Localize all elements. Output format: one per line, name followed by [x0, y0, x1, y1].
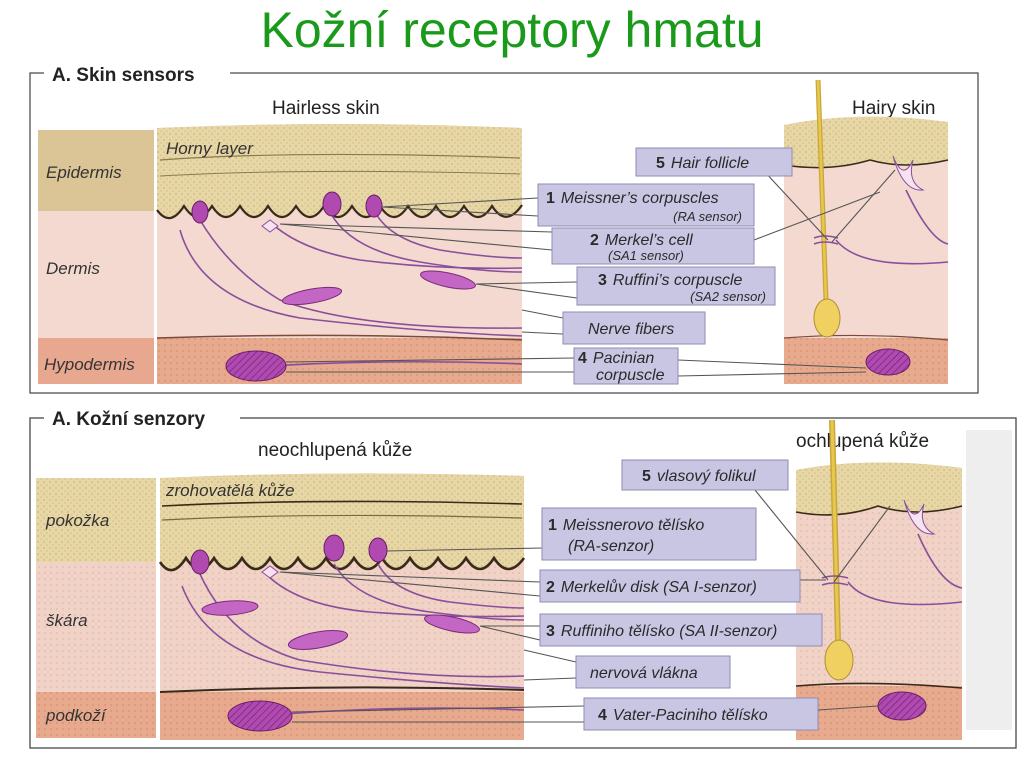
label-text: Merkelův disk (SA I-senzor) [561, 578, 757, 596]
label-number: 4 [598, 707, 607, 724]
meissner-corpuscle [322, 191, 342, 217]
panel-english: A. Skin sensors Epidermis Dermis Hypoder… [29, 62, 979, 394]
label-text: nervová vlákna [590, 665, 698, 682]
ruffini-corpuscle [287, 630, 349, 650]
label-nerve-fibers-en: Nerve fibers [562, 311, 706, 345]
label-number: 1 [546, 190, 555, 207]
merkel-cell [261, 565, 279, 579]
label-number: 5 [656, 155, 665, 172]
label-merkel-en: 2 Merkel’s cell (SA1 sensor) [551, 227, 755, 265]
merkel-cell [261, 219, 279, 233]
label-meissner-cz: 1 Meissnerovo tělísko (RA-senzor) [541, 507, 757, 561]
label-subtext: (RA sensor) [673, 209, 742, 224]
label-number: 3 [598, 272, 607, 289]
label-meissner-en: 1 Meissner’s corpuscles (RA sensor) [537, 183, 755, 227]
hairy-skin-en [783, 79, 949, 385]
label-text: Ruffiniho tělísko (SA II-senzor) [561, 623, 777, 640]
layer-label-hypodermis: Hypodermis [44, 355, 135, 374]
label-text: Pacinian [593, 350, 654, 367]
leader-lines-cz [279, 489, 891, 723]
ruffini-corpuscle [420, 270, 476, 290]
layer-pokozka-block [36, 478, 156, 562]
meissner-corpuscle [365, 194, 383, 218]
label-pacinian-cz: 4 Vater-Paciniho tělísko [583, 697, 819, 731]
section-heading-bg [44, 406, 240, 430]
layer-label-podkozi: podkoží [45, 706, 108, 725]
ruffini-corpuscle [281, 286, 343, 306]
hairless-skin-heading: neochlupená kůže [258, 440, 412, 461]
label-number: 1 [548, 517, 557, 534]
label-number: 2 [590, 232, 599, 249]
horny-layer-label: zrohovatělá kůže [165, 481, 295, 500]
layer-label-pokozka: pokožka [45, 511, 109, 530]
pacinian-corpuscle [877, 691, 927, 721]
hairy-skin-heading: ochlupená kůže [796, 431, 929, 452]
label-number: 2 [546, 579, 555, 596]
layer-epidermis-block [38, 130, 154, 211]
label-text-line2: corpuscle [596, 367, 665, 384]
meissner-corpuscle [190, 549, 210, 575]
hairless-skin-cz: zrohovatělá kůže [158, 473, 526, 740]
label-text: Nerve fibers [588, 321, 674, 338]
label-text: Hair follicle [671, 155, 749, 172]
label-nerve-fibers-cz: nervová vlákna [575, 655, 731, 689]
label-subtext: (SA1 sensor) [608, 248, 684, 263]
panel-czech: A. Kožní senzory pokožka škára podkoží n… [29, 406, 1017, 749]
label-number: 5 [642, 468, 651, 485]
label-text: Meissnerovo tělísko [563, 517, 704, 534]
label-text: Merkel’s cell [605, 232, 693, 249]
layer-label-epidermis: Epidermis [46, 163, 122, 182]
slide-title: Kožní receptory hmatu [260, 2, 764, 58]
section-heading: A. Kožní senzory [52, 409, 206, 430]
label-hair-follicle-cz: 5 vlasový folikul [621, 459, 789, 491]
ruffini-corpuscle [424, 614, 480, 634]
label-number: 4 [578, 350, 587, 367]
label-ruffini-cz: 3 Ruffiniho tělísko (SA II-senzor) [539, 613, 823, 647]
page-edge [966, 430, 1012, 730]
meissner-corpuscle [323, 534, 345, 562]
meissner-corpuscle [191, 200, 209, 224]
hairless-skin-en: Horny layer [156, 124, 523, 384]
label-text: Meissner’s corpuscles [561, 190, 719, 207]
label-subtext: (SA2 sensor) [690, 289, 766, 304]
meissner-corpuscle [368, 537, 388, 563]
hairy-skin-cz [795, 419, 1012, 740]
label-hair-follicle-en: 5 Hair follicle [635, 147, 793, 177]
layer-dermis-block [38, 211, 154, 338]
layer-label-dermis: Dermis [46, 259, 100, 278]
label-text: Vater-Paciniho tělísko [613, 707, 768, 724]
pacinian-corpuscle [865, 348, 911, 376]
section-heading-bg [44, 62, 230, 86]
label-text: Ruffini’s corpuscle [613, 272, 743, 289]
label-ruffini-en: 3 Ruffini’s corpuscle (SA2 sensor) [576, 266, 776, 306]
label-text: vlasový folikul [657, 468, 756, 485]
horny-layer-label: Horny layer [166, 139, 254, 158]
leader-lines-en [279, 169, 896, 377]
label-subtext: (RA-senzor) [568, 538, 654, 555]
label-merkel-cz: 2 Merkelův disk (SA I-senzor) [539, 569, 801, 603]
layer-podkozi-block [36, 692, 156, 738]
layer-skara-block [36, 562, 156, 692]
layer-label-skara: škára [46, 611, 88, 630]
pacinian-corpuscle [227, 700, 293, 732]
label-number: 3 [546, 623, 555, 640]
section-heading: A. Skin sensors [52, 65, 195, 86]
pacinian-corpuscle [225, 350, 287, 382]
hairless-skin-heading: Hairless skin [272, 98, 380, 119]
label-pacinian-en: 4 Pacinian corpuscle [573, 347, 679, 385]
hairy-skin-heading: Hairy skin [852, 98, 935, 119]
layer-hypodermis-block [38, 338, 154, 384]
ruffini-corpuscle [201, 600, 259, 616]
